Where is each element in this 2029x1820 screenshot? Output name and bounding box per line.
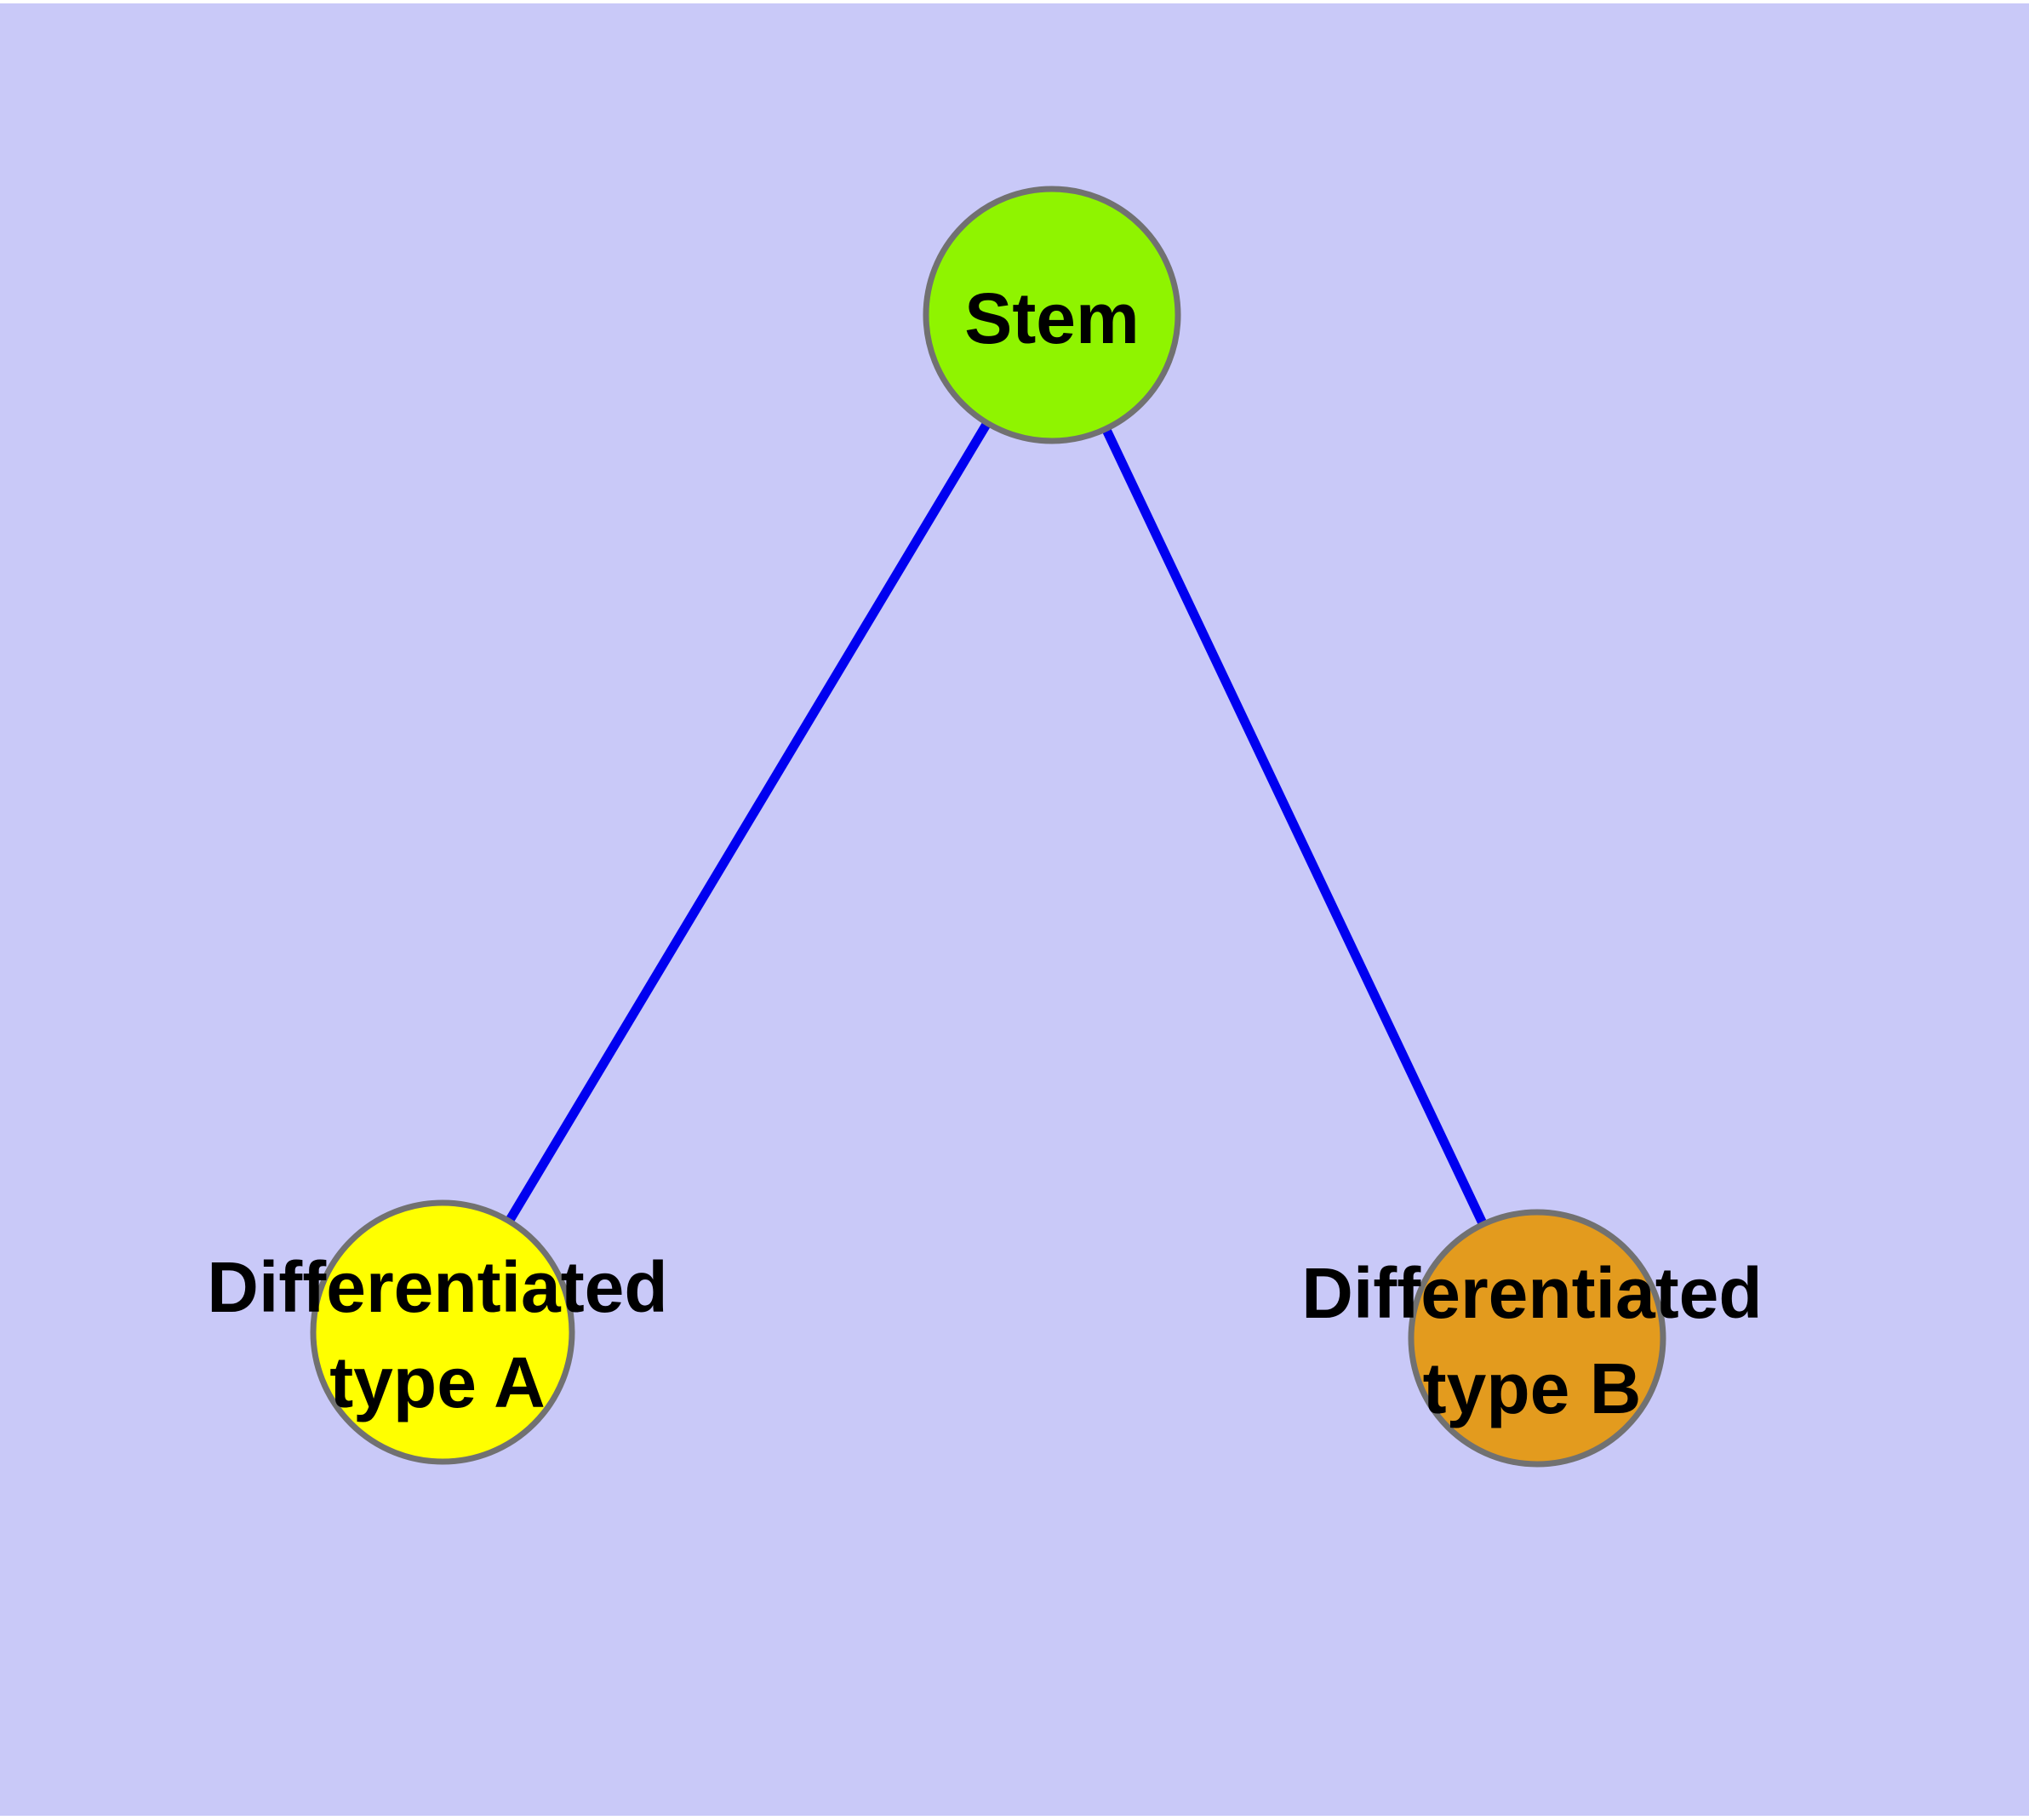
edge-stem-to-type-a [438,312,1056,1335]
nodes-layer [310,186,1666,1468]
node-stem-circle [923,186,1181,444]
labels-layer: Stem Differentiated type A Differentiate… [207,278,1762,1428]
node-type-a-circle [310,1199,575,1465]
node-type-a-label-line2: type A [329,1342,546,1422]
node-type-a-label-line1: Differentiated [207,1247,667,1327]
node-stem-label: Stem [964,278,1139,358]
node-type-b-label-line2: type B [1423,1348,1642,1428]
edges-layer [438,312,1541,1341]
node-type-b-label-line1: Differentiated [1301,1253,1762,1333]
edge-stem-to-type-b [1048,312,1541,1341]
node-type-b-circle [1408,1209,1666,1468]
